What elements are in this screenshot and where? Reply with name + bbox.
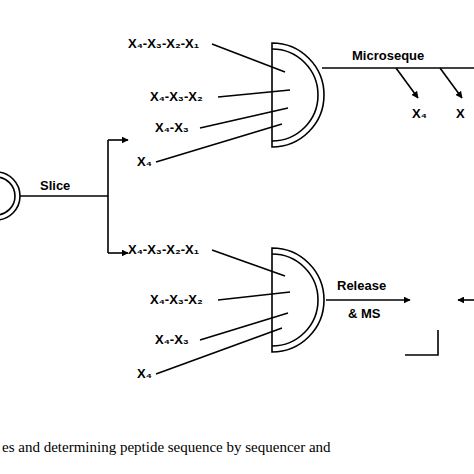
step-label: Release	[337, 278, 386, 294]
step-label: Slice	[40, 178, 70, 194]
peptide-label: X₄-X₃-X₂	[150, 292, 203, 308]
step-label: Microseque	[352, 48, 424, 64]
leader-line	[218, 292, 290, 300]
leader-line	[200, 313, 288, 340]
peptide-label: X₄	[137, 154, 152, 170]
partial-arrow	[458, 299, 474, 301]
leader-line	[212, 44, 285, 72]
slice-line	[20, 195, 108, 197]
ms-spectrum	[405, 330, 438, 355]
residue-label: X	[456, 106, 465, 122]
peptide-label: X₄-X₃	[155, 120, 189, 136]
leader-line	[218, 90, 290, 97]
step-label: & MS	[348, 306, 381, 322]
release-arrow	[396, 68, 418, 98]
figure-caption: es and determining peptide sequence by s…	[2, 438, 331, 456]
leader-line	[212, 250, 285, 276]
peptide-label: X₄-X₃	[155, 332, 189, 348]
bead-outer	[0, 172, 20, 220]
half-bead-inner	[272, 49, 318, 141]
fork-arrow	[108, 139, 128, 141]
peptide-label: X₄-X₃-X₂-X₁	[128, 242, 199, 258]
sequencer-line	[322, 67, 474, 69]
fork-bar	[107, 140, 109, 253]
fork-arrow	[108, 252, 128, 254]
peptide-label: X₄-X₃-X₂	[150, 89, 203, 105]
leader-line	[156, 328, 282, 374]
half-bead-outer	[272, 248, 324, 352]
peptide-label: X₄-X₃-X₂-X₁	[128, 36, 199, 52]
half-bead-inner	[272, 254, 318, 346]
residue-label: X₄	[412, 106, 427, 122]
bead-inner	[0, 177, 15, 215]
peptide-label: X₄	[137, 366, 152, 382]
half-bead-outer	[272, 43, 324, 147]
release-ms-arrow	[326, 299, 410, 301]
leader-line	[200, 108, 288, 128]
release-arrow	[440, 68, 462, 98]
